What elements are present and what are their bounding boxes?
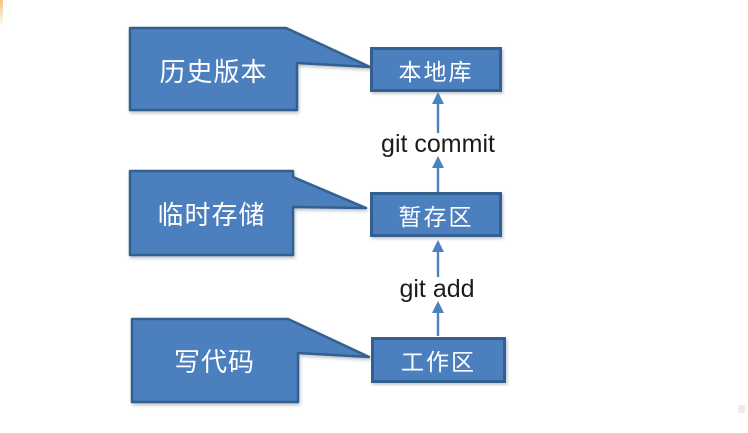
callout-write-code-shape	[130, 317, 371, 404]
node-local-repo: 本地库	[370, 47, 502, 92]
arrow-git-commit-lower-head	[432, 156, 444, 168]
node-staging-area: 暂存区	[370, 192, 502, 237]
arrow-git-add-lower-head	[432, 301, 444, 313]
corner-artifact	[738, 405, 745, 413]
arrow-git-add-upper-head	[432, 240, 444, 252]
left-edge-mark	[0, 0, 3, 26]
callout-temp-storage-shape	[128, 169, 368, 257]
label-git-commit: git commit	[381, 130, 495, 158]
arrow-git-commit-upper-head	[432, 92, 444, 104]
node-working-area: 工作区	[371, 337, 506, 383]
callout-history-shape	[128, 26, 372, 112]
label-git-add: git add	[399, 275, 475, 303]
